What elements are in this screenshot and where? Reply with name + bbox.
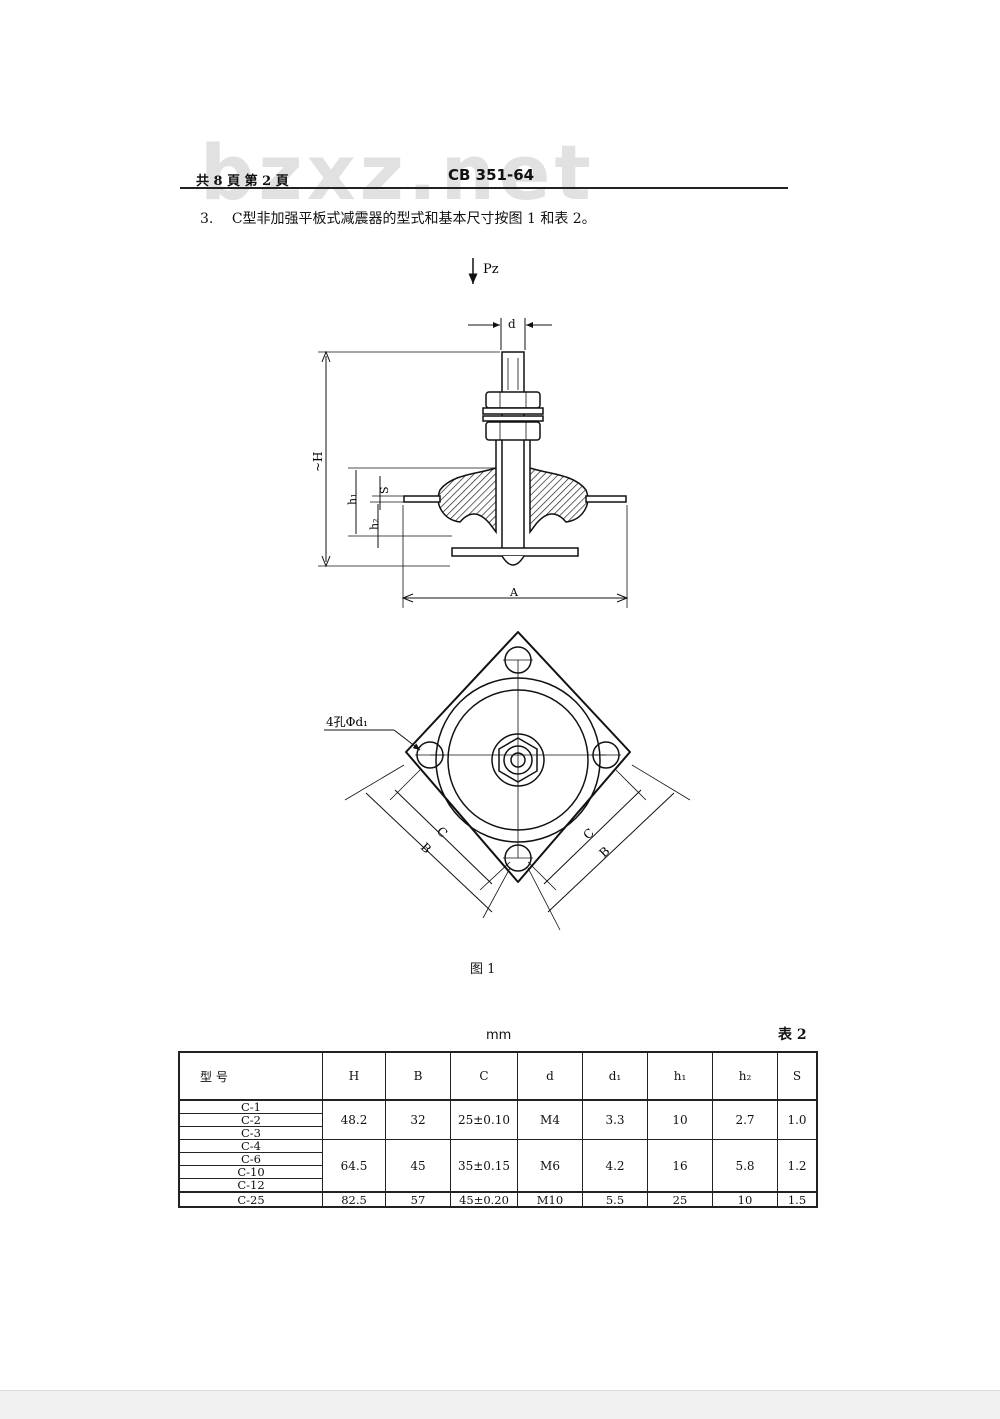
cell-d1: 5.5 [582, 1191, 648, 1208]
cell-S: 1.5 [777, 1191, 818, 1208]
cell-h1: 16 [647, 1139, 713, 1193]
table-row: C-10 [178, 1165, 817, 1179]
clause-text: C型非加强平板式减震器的型式和基本尺寸按图 1 和表 2。 [231, 211, 596, 227]
spec-table: 型 号 H B C d d₁ h₁ h₂ S C-1 48.2 32 25±0.… [178, 1051, 818, 1208]
cell-S: 1.2 [777, 1139, 818, 1193]
cell-B: 45 [385, 1139, 451, 1193]
dim-C-right-label: C [580, 826, 596, 843]
model-cell: C-1 [178, 1099, 323, 1114]
header-rule [180, 187, 788, 189]
model-cell: C-3 [178, 1126, 323, 1140]
cell-d: M10 [517, 1191, 583, 1208]
table-row: C-4 64.5 45 35±0.15 M6 4.2 16 5.8 1.2 [178, 1139, 818, 1193]
table-row: C-25 82.5 57 45±0.20 M10 5.5 25 10 1.5 [178, 1191, 818, 1208]
dim-B-left-label: B [418, 840, 434, 856]
dim-A-label: A [509, 586, 519, 599]
cell-d: M6 [517, 1139, 583, 1193]
model-cell: C-25 [178, 1191, 323, 1208]
header-B: B [385, 1051, 451, 1101]
model-cell: C-6 [178, 1152, 323, 1166]
figure-caption: 图 1 [470, 962, 496, 977]
model-cell: C-4 [178, 1139, 323, 1153]
table-label: 表 2 [778, 1027, 807, 1043]
model-cell: C-2 [178, 1113, 323, 1127]
header-h2: h₂ [712, 1051, 778, 1101]
cell-d1: 3.3 [582, 1099, 648, 1140]
dim-d-label: d [508, 317, 516, 331]
header-d1: d₁ [582, 1051, 648, 1101]
cell-C: 35±0.15 [450, 1139, 518, 1193]
dim-H-label: ~H [311, 451, 325, 472]
dim-B-right-label: B [596, 844, 612, 860]
header-h1: h₁ [647, 1051, 713, 1101]
cell-h1: 25 [647, 1191, 713, 1208]
cell-C: 45±0.20 [450, 1191, 518, 1208]
cell-h2: 2.7 [712, 1099, 778, 1140]
load-arrow: Pz [468, 258, 499, 284]
plan-view [324, 631, 691, 931]
model-cell: C-12 [178, 1178, 323, 1193]
cell-d1: 4.2 [582, 1139, 648, 1193]
dim-h1-label: h₁ [346, 494, 359, 506]
cell-C: 25±0.10 [450, 1099, 518, 1140]
cell-B: 57 [385, 1191, 451, 1208]
clause-3: 3. C型非加强平板式减震器的型式和基本尺寸按图 1 和表 2。 [200, 208, 596, 228]
dim-h2-label: h₂ [368, 519, 381, 531]
standard-code: CB 351-64 [448, 166, 535, 184]
header-model: 型 号 [178, 1051, 323, 1101]
cell-B: 32 [385, 1099, 451, 1140]
header-d: d [517, 1051, 583, 1101]
load-label: Pz [483, 262, 499, 277]
table-unit: mm [486, 1028, 512, 1043]
model-cell: C-10 [178, 1165, 323, 1179]
cell-h2: 10 [712, 1191, 778, 1208]
hole-label: 4孔Φd₁ [326, 715, 368, 729]
dim-C-left-label: C [434, 824, 450, 841]
cell-d: M4 [517, 1099, 583, 1140]
cell-h2: 5.8 [712, 1139, 778, 1193]
cell-h1: 10 [647, 1099, 713, 1140]
side-view: d [318, 317, 629, 608]
figure-1-drawing: Pz d [311, 258, 691, 931]
clause-number: 3. [200, 211, 214, 227]
cell-H: 64.5 [322, 1139, 386, 1193]
cell-S: 1.0 [777, 1099, 818, 1140]
table-header-row: 型 号 H B C d d₁ h₁ h₂ S [178, 1051, 818, 1101]
header-C: C [450, 1051, 518, 1101]
table-row: C-1 48.2 32 25±0.10 M4 3.3 10 2.7 1.0 [178, 1099, 818, 1140]
header-S: S [777, 1051, 818, 1101]
table-row: C-12 [178, 1178, 817, 1193]
dim-S-label: S [378, 486, 391, 494]
cell-H: 82.5 [322, 1191, 386, 1208]
page-info: 共 8 頁 第 2 頁 [196, 174, 289, 189]
watermark: bzxz.net [200, 128, 595, 217]
viewer-bottom-bar [0, 1390, 1000, 1419]
cell-H: 48.2 [322, 1099, 386, 1140]
header-H: H [322, 1051, 386, 1101]
